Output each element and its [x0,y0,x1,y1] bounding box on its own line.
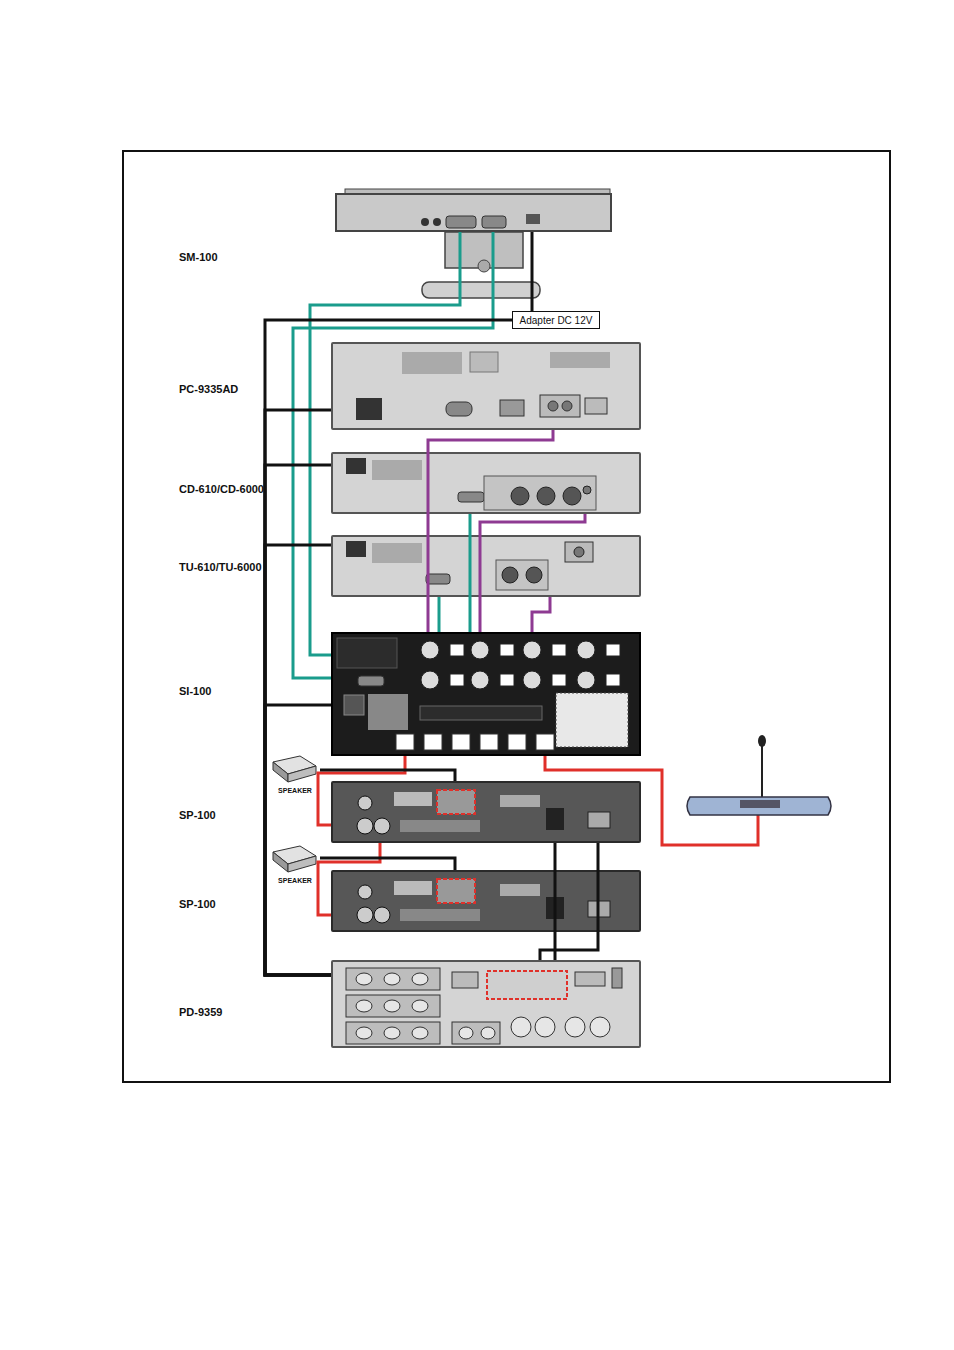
device-panel: PC-9335AD [331,342,641,430]
station-panel [740,800,780,808]
speaker-front [288,856,316,872]
device-label: SP-100 [179,809,216,821]
device-label: SM-100 [179,251,218,263]
adapter-label: Adapter DC 12V [520,315,593,326]
device-label: SI-100 [179,685,211,697]
mic-station [687,735,831,815]
monitor-base [422,282,540,298]
cable-wire [265,410,331,975]
monitor-hinge [478,260,490,272]
device-panel: SM-100 [335,193,612,232]
speaker-label: SPEAKER [270,787,320,794]
cable-wire [531,232,534,311]
adapter-box: Adapter DC 12V [512,311,600,329]
device-label: SP-100 [179,898,216,910]
device-panel: PD-9359 [331,960,641,1048]
cable-wire [532,597,550,632]
cable-wire [265,705,331,975]
station-base [687,797,831,815]
device-label: PD-9359 [179,1006,222,1018]
device-label: CD-610/CD-6000 [179,483,264,495]
device-label: PC-9335AD [179,383,238,395]
mic-stalk [761,742,763,797]
speaker-node: SPEAKER [270,842,320,884]
cable-wire [320,858,455,870]
speaker-side [273,852,288,872]
cable-wire [438,597,441,632]
mic-head [758,735,766,747]
cable-wire [320,770,455,781]
cable-wire [265,545,331,975]
monitor-neck [445,232,523,268]
device-label: TU-610/TU-6000 [179,561,262,573]
speaker-label: SPEAKER [270,877,320,884]
speaker-side [273,762,288,782]
device-panel: SI-100 [331,632,641,756]
speaker-front [288,766,316,782]
device-panel: TU-610/TU-6000 [331,535,641,597]
device-panel: CD-610/CD-6000 [331,452,641,514]
frame-border [123,151,890,1082]
cable-wire [265,465,331,975]
device-panel: SP-100 [331,781,641,843]
speaker-node: SPEAKER [270,752,320,794]
device-panel: SP-100 [331,870,641,932]
